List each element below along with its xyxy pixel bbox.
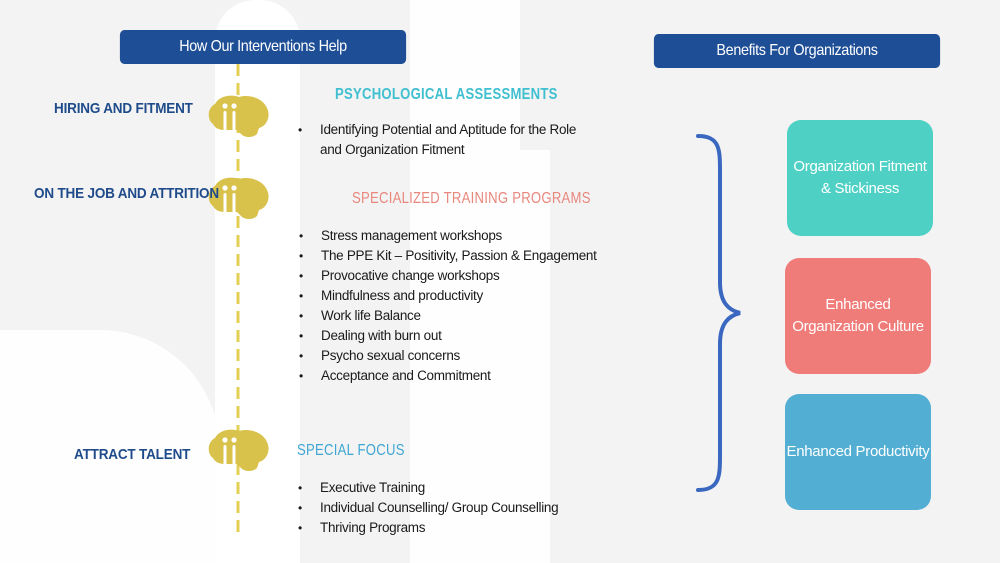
benefit-productivity: Enhanced Productivity <box>785 394 931 510</box>
stage-on-the-job: ON THE JOB AND ATTRITION <box>34 185 219 202</box>
stage-hiring: HIRING AND FITMENT <box>54 100 193 117</box>
list-item: The PPE Kit – Positivity, Passion & Enga… <box>297 246 597 266</box>
list-item: Executive Training <box>296 478 558 498</box>
list-item: Provocative change workshops <box>297 266 597 286</box>
list-item: Thriving Programs <box>296 518 558 538</box>
curly-brace-icon <box>696 134 741 492</box>
list-item: Mindfulness and productivity <box>297 286 597 306</box>
list-item: Stress management workshops <box>297 226 597 246</box>
section-title-psych: PSYCHOLOGICAL ASSESSMENTS <box>335 86 558 103</box>
head-brain-icon <box>208 95 269 137</box>
stage-attract: ATTRACT TALENT <box>74 446 191 463</box>
benefit-fitment: Organization Fitment & Stickiness <box>787 120 933 236</box>
head-brain-icon <box>208 429 269 471</box>
section-title-training: SPECIALIZED TRAINING PROGRAMS <box>352 190 591 207</box>
list-item: Dealing with burn out <box>297 326 597 346</box>
watermark-shape-3 <box>0 330 220 563</box>
section-title-special: SPECIAL FOCUS <box>297 442 405 459</box>
list-item: Acceptance and Commitment <box>297 366 597 386</box>
benefits-header: Benefits For Organizations <box>653 34 941 68</box>
list-item: Individual Counselling/ Group Counsellin… <box>296 498 559 518</box>
head-brain-icon <box>208 177 269 219</box>
watermark-shape-1 <box>215 0 300 563</box>
special-list: Executive Training Individual Counsellin… <box>296 478 559 538</box>
benefit-culture: Enhanced Organization Culture <box>785 258 931 374</box>
interventions-header: How Our Interventions Help <box>119 30 407 64</box>
list-item: Identifying Potential and Aptitude for t… <box>296 120 590 160</box>
training-list: Stress management workshops The PPE Kit … <box>297 226 597 386</box>
list-item: Work life Balance <box>297 306 597 326</box>
list-item: Psycho sexual concerns <box>297 346 597 366</box>
psych-list: Identifying Potential and Aptitude for t… <box>296 120 590 160</box>
